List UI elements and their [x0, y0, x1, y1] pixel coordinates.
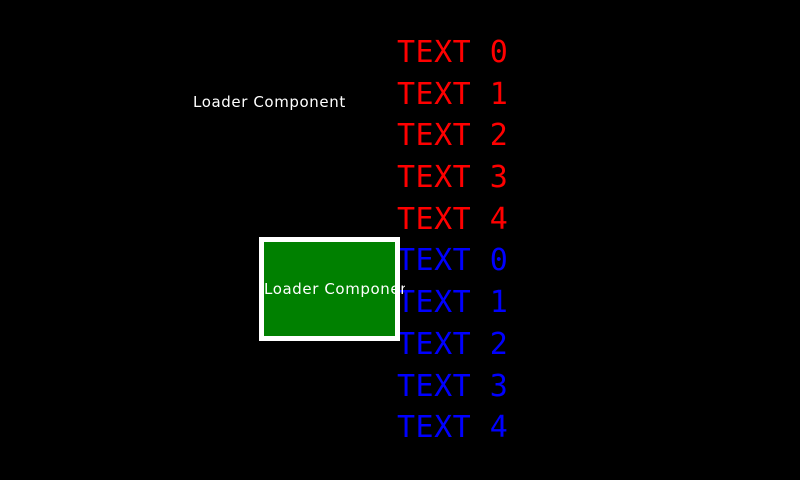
- loader-component-box-label: Loader Component: [264, 280, 405, 298]
- text-list-item: TEXT 2: [397, 118, 509, 154]
- text-list-item: TEXT 3: [397, 160, 509, 196]
- text-list-item: TEXT 0: [397, 35, 509, 70]
- text-list-item: TEXT 1: [397, 76, 509, 112]
- text-list-item: TEXT 0: [397, 243, 509, 279]
- text-list-item: TEXT 1: [397, 285, 509, 321]
- loader-component-label-plain: Loader Component: [193, 93, 346, 111]
- text-list-item: TEXT 4: [397, 410, 509, 446]
- text-item-list: TEXT 0 TEXT 1 TEXT 2 TEXT 3 TEXT 4 TEXT …: [397, 32, 597, 449]
- loader-component-box: Loader Component: [259, 237, 405, 341]
- text-list-item: TEXT 2: [397, 326, 509, 362]
- text-list-item: TEXT 4: [397, 201, 509, 237]
- text-list-item: TEXT 3: [397, 368, 509, 404]
